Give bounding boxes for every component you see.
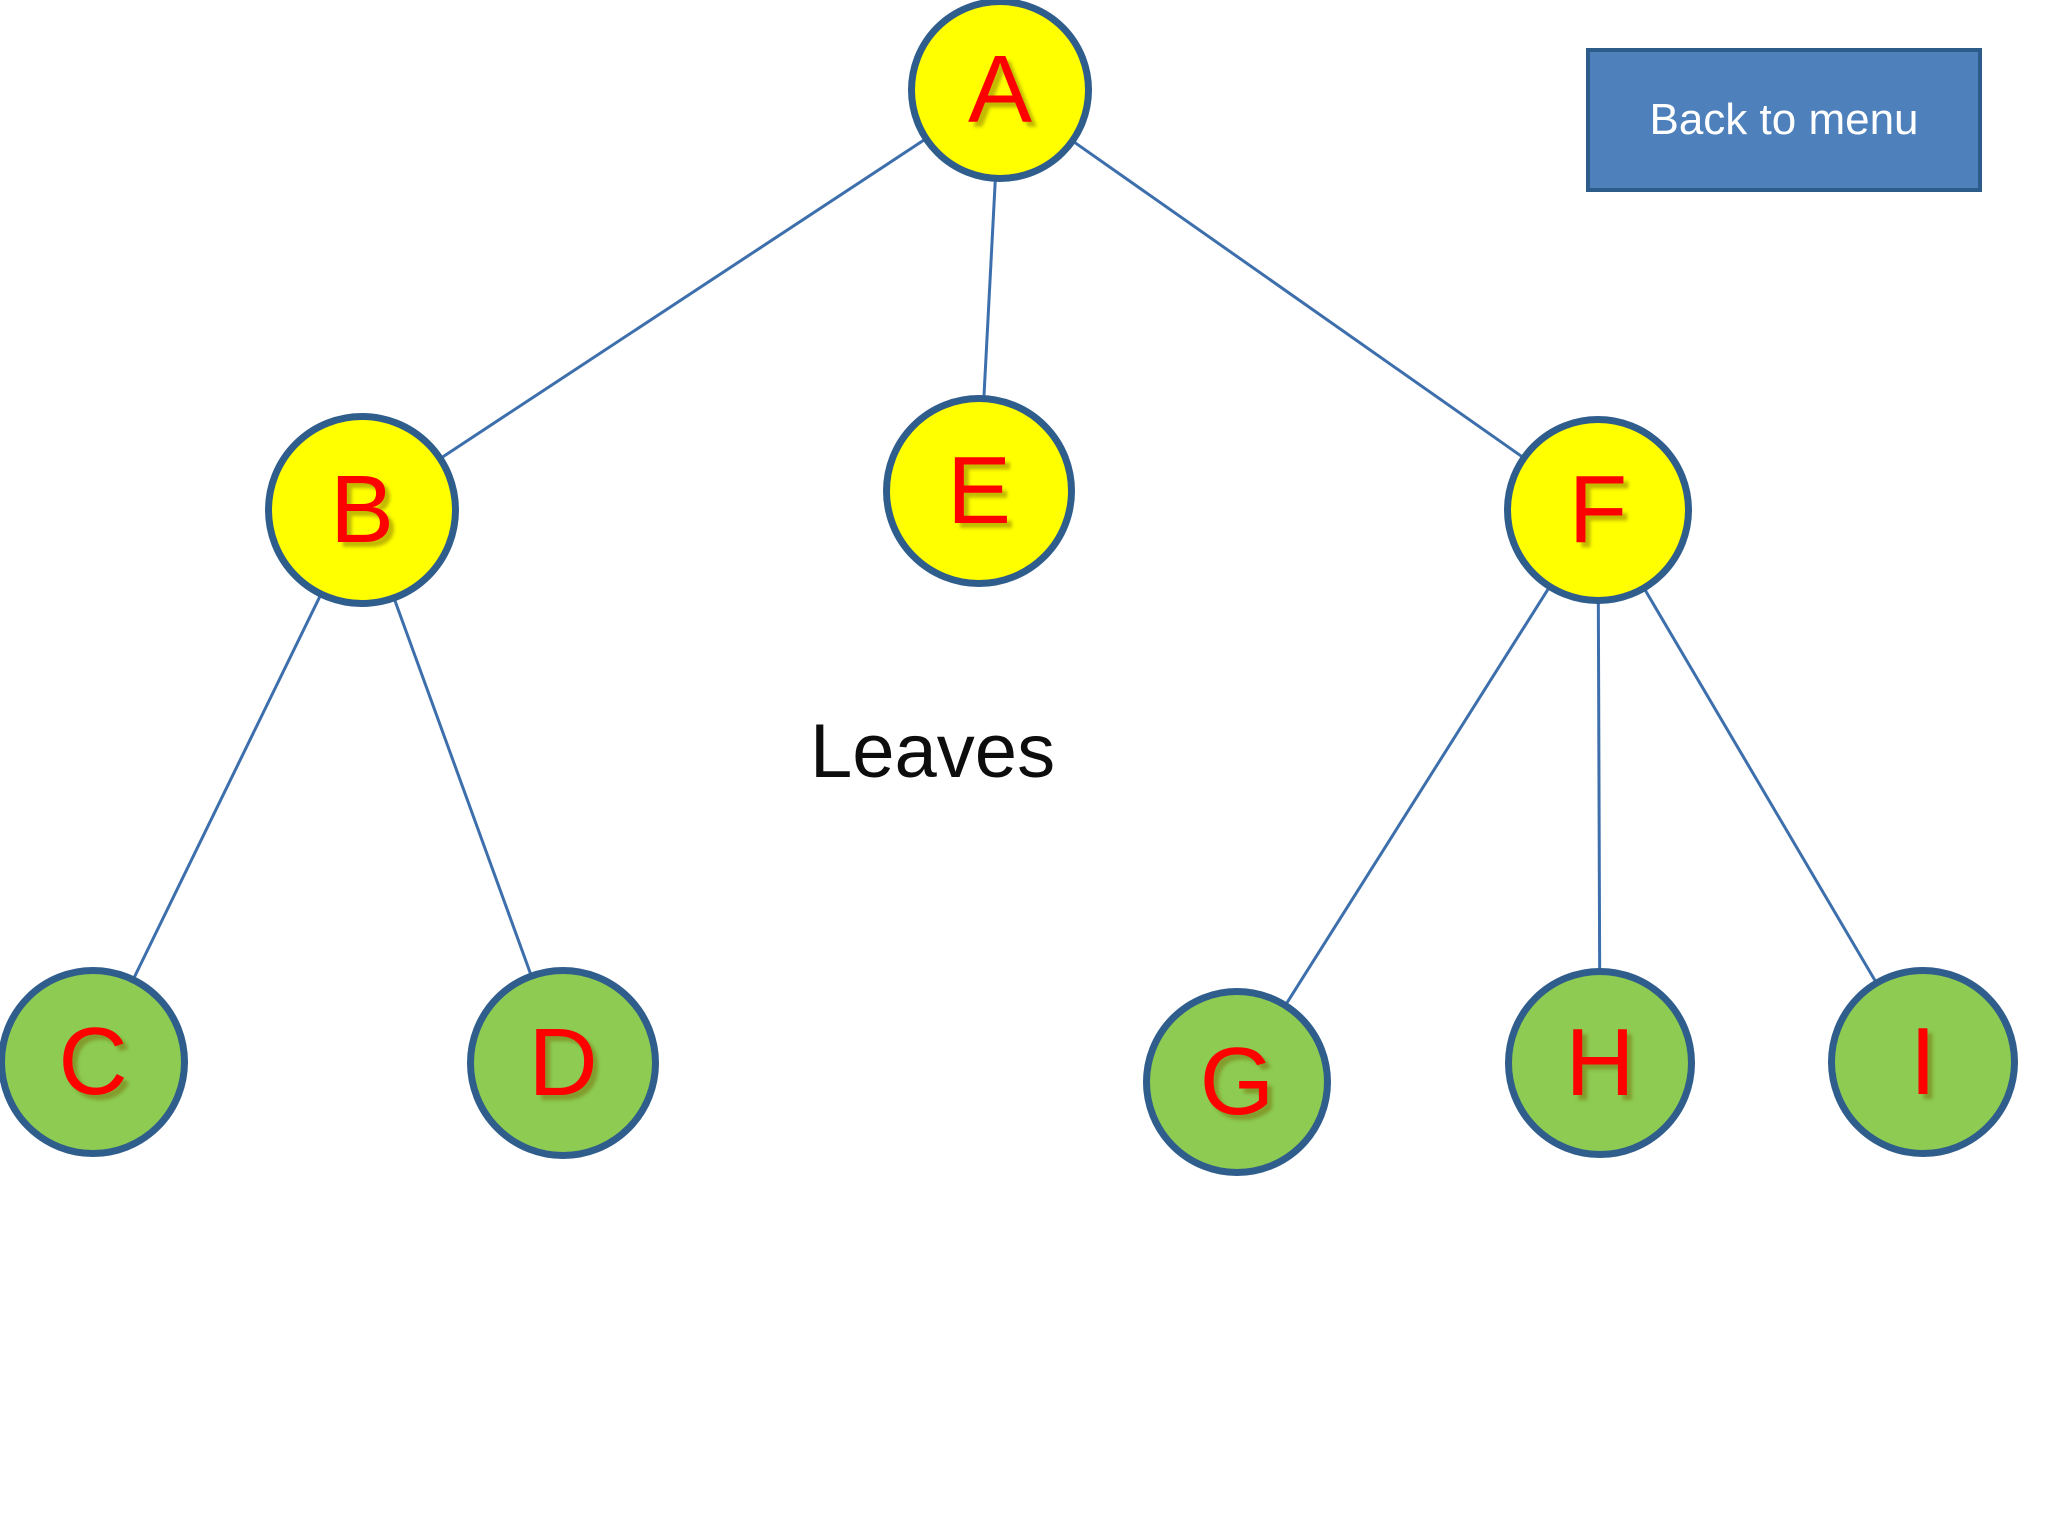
tree-node-label-a: A — [967, 36, 1033, 143]
tree-node-label-e: E — [946, 437, 1012, 544]
tree-node-d[interactable]: D — [467, 967, 659, 1159]
tree-node-label-h: H — [1565, 1009, 1635, 1116]
leaves-caption: Leaves — [810, 709, 1056, 794]
tree-edge-b-d — [393, 598, 533, 976]
tree-node-c[interactable]: C — [0, 967, 188, 1157]
tree-edge-f-g — [1285, 587, 1550, 1005]
tree-edge-a-b — [440, 138, 926, 459]
tree-edge-b-c — [132, 594, 322, 979]
back-to-menu-label: Back to menu — [1649, 95, 1919, 144]
tree-edge-f-h — [1596, 601, 1602, 971]
tree-node-label-c: C — [58, 1008, 128, 1115]
tree-node-label-b: B — [329, 456, 395, 563]
tree-node-label-d: D — [528, 1009, 598, 1116]
back-to-menu-button[interactable]: Back to menu — [1586, 48, 1982, 192]
tree-node-i[interactable]: I — [1828, 967, 2018, 1157]
tree-edge-a-e — [982, 179, 997, 398]
tree-node-f[interactable]: F — [1504, 416, 1692, 604]
tree-node-label-i: I — [1909, 1008, 1937, 1115]
tree-edge-f-i — [1643, 588, 1877, 983]
tree-node-b[interactable]: B — [265, 413, 459, 607]
tree-node-a[interactable]: A — [908, 0, 1092, 182]
tree-node-h[interactable]: H — [1505, 968, 1695, 1158]
tree-edge-a-f — [1072, 140, 1524, 459]
tree-node-g[interactable]: G — [1143, 988, 1331, 1176]
tree-node-label-f: F — [1568, 456, 1628, 563]
tree-node-e[interactable]: E — [883, 395, 1075, 587]
tree-node-label-g: G — [1199, 1028, 1275, 1135]
